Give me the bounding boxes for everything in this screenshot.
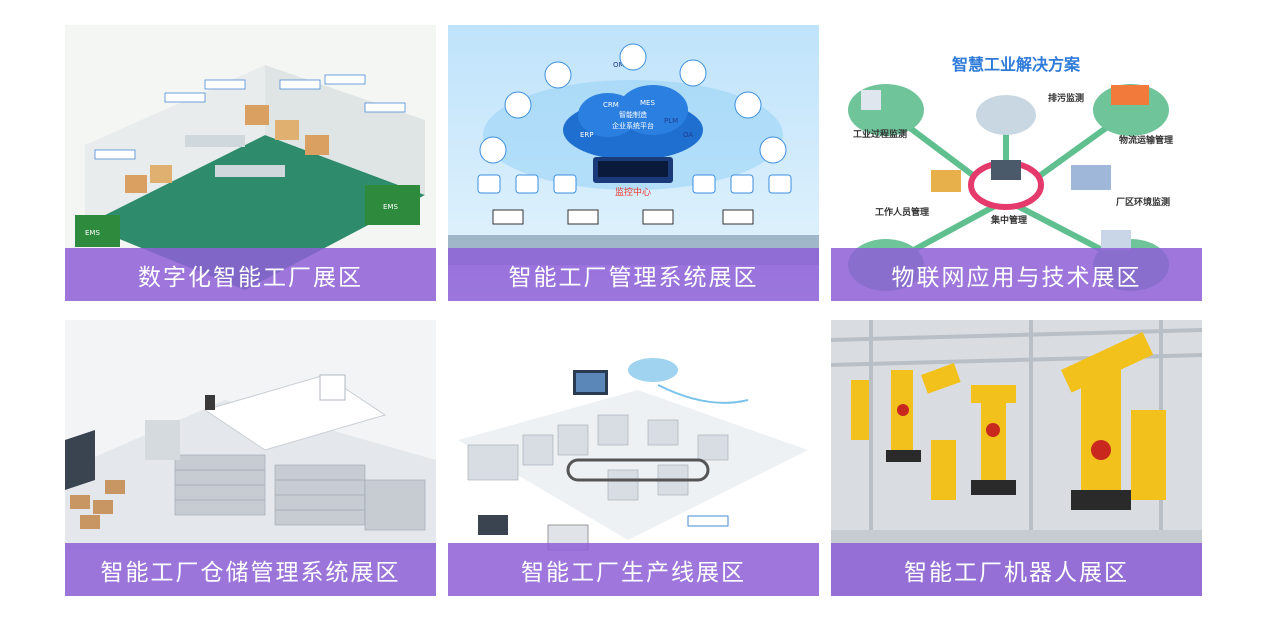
monitor-center-label: 监控中心 [615, 186, 651, 198]
system-plm: PLM [664, 117, 678, 125]
exhibit-title: 智能工厂生产线展区 [448, 543, 819, 596]
exhibit-card-digital-factory[interactable]: EMS EMS 数字化智能工厂展区 [65, 25, 436, 301]
exhibit-card-management-system[interactable]: 智能制造 企业系统平台 OMS CRM MES PLM ERP OA 监控中心 … [448, 25, 819, 301]
exhibit-title: 智能工厂机器人展区 [831, 543, 1202, 596]
svg-text:EMS: EMS [383, 203, 398, 211]
iot-node-central: 集中管理 [990, 214, 1027, 226]
iot-node-staff: 工作人员管理 [875, 206, 929, 218]
diagram-center-title: 智能制造 [619, 110, 647, 119]
system-oa: OA [683, 131, 693, 139]
exhibit-title: 智能工厂仓储管理系统展区 [65, 543, 436, 596]
system-crm: CRM [603, 101, 619, 109]
iot-node-logistics: 物流运输管理 [1119, 134, 1173, 146]
system-erp: ERP [580, 131, 594, 139]
exhibit-card-production-line[interactable]: 智能工厂生产线展区 [448, 320, 819, 596]
exhibit-title: 数字化智能工厂展区 [65, 248, 436, 301]
system-oms: OMS [613, 61, 630, 69]
iot-node-process: 工业过程监测 [853, 128, 907, 140]
exhibit-card-warehouse[interactable]: 智能工厂仓储管理系统展区 [65, 320, 436, 596]
iot-node-environment: 厂区环境监测 [1116, 196, 1170, 208]
exhibit-card-robots[interactable]: 智能工厂机器人展区 [831, 320, 1202, 596]
iot-node-sewage: 排污监测 [1048, 92, 1084, 104]
iot-diagram-heading: 智慧工业解决方案 [952, 55, 1081, 74]
exhibit-card-iot[interactable]: 智慧工业解决方案 排污监测 工业过程监测 物流运输管理 工作人员管理 集中管理 … [831, 25, 1202, 301]
system-mes: MES [640, 99, 655, 107]
exhibit-title: 智能工厂管理系统展区 [448, 248, 819, 301]
exhibit-title: 物联网应用与技术展区 [831, 248, 1202, 301]
diagram-center-subtitle: 企业系统平台 [612, 121, 654, 130]
svg-text:EMS: EMS [85, 229, 100, 237]
digital-factory-illustration: EMS EMS [65, 25, 436, 301]
